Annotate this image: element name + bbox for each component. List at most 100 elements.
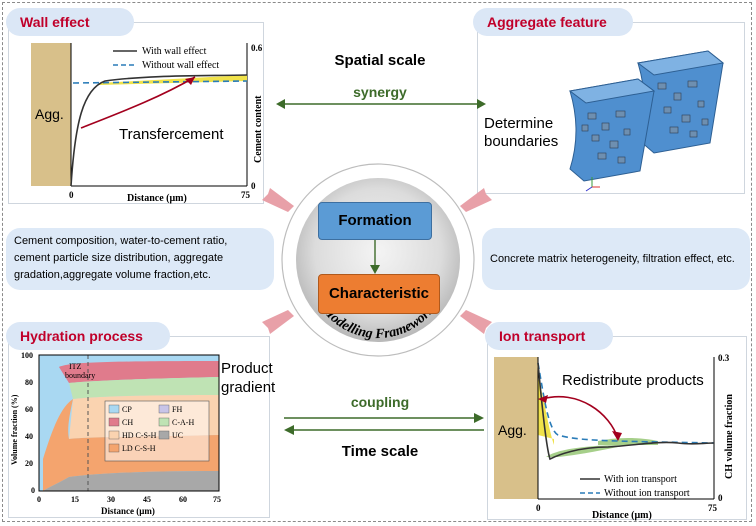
x-tick-0: 0 bbox=[69, 190, 74, 200]
aggregate-cube-back-top bbox=[636, 50, 725, 76]
x-tick-0: 0 bbox=[37, 495, 41, 504]
hydration-process-tag: Hydration process bbox=[6, 322, 170, 350]
accumulation-fill-left bbox=[546, 445, 628, 457]
y-axis-label: Volume fraction (%) bbox=[10, 394, 19, 465]
info-box-right: Concrete matrix heterogeneity, filtratio… bbox=[482, 228, 750, 290]
redistribute-products-label: Redistribute products bbox=[562, 372, 704, 389]
ion-transport-plot: With ion transport Without ion transport… bbox=[494, 353, 735, 521]
itz-label: ITZ bbox=[69, 362, 82, 371]
wall-effect-panel: With wall effect Without wall effect Agg… bbox=[8, 22, 264, 204]
spatial-scale-label: Spatial scale bbox=[334, 52, 426, 69]
x-axis-label: Distance (μm) bbox=[127, 193, 187, 204]
legend-ch: CH bbox=[122, 418, 133, 427]
ch-region bbox=[59, 361, 219, 383]
depletion-fill bbox=[538, 377, 554, 445]
aggregate-feature-tag: Aggregate feature bbox=[473, 8, 633, 36]
y-tick-100: 100 bbox=[21, 351, 33, 360]
aggregate-feature-title: Aggregate feature bbox=[487, 14, 607, 30]
aggregate-block bbox=[31, 43, 71, 186]
legend-uc: UC bbox=[172, 431, 183, 440]
x-tick-15: 15 bbox=[71, 495, 79, 504]
formation-box: Formation bbox=[318, 202, 432, 240]
without-ion-transport-curve bbox=[537, 362, 715, 444]
formation-label: Formation bbox=[338, 212, 412, 229]
redistribute-arrow bbox=[541, 395, 619, 440]
characteristic-box: Characteristic bbox=[318, 274, 440, 314]
legend-with-ion-transport: With ion transport bbox=[604, 474, 677, 485]
itz-boundary-label: boundary bbox=[65, 371, 95, 380]
x-tick-75: 75 bbox=[213, 495, 221, 504]
legend-without-ion-transport: Without ion transport bbox=[604, 488, 690, 499]
wall-effect-plot: With wall effect Without wall effect Agg… bbox=[31, 43, 264, 204]
x-tick-75: 75 bbox=[708, 503, 718, 513]
x-tick-60: 60 bbox=[179, 495, 187, 504]
determine-line: Determine bbox=[484, 115, 554, 132]
redistribute-arrowhead bbox=[612, 431, 622, 441]
triad-y-axis bbox=[585, 186, 593, 192]
legend-without-wall-effect: Without wall effect bbox=[142, 60, 219, 71]
product-line: Product bbox=[221, 360, 273, 377]
uc-region bbox=[43, 471, 219, 491]
aggregate-cube-front-top bbox=[568, 78, 656, 104]
x-axis-label: Distance (μm) bbox=[592, 510, 652, 521]
y-tick-bottom: 0 bbox=[251, 181, 256, 191]
coupling-label: coupling bbox=[350, 394, 410, 410]
hydration-plot: CP FH CH C-A-H HD C-S-H UC LD C-S-H ITZ … bbox=[10, 351, 221, 516]
hydration-process-panel: CP FH CH C-A-H HD C-S-H UC LD C-S-H ITZ … bbox=[8, 336, 275, 518]
y-axis-label: CH volume fraction bbox=[724, 394, 735, 479]
wall-effect-title: Wall effect bbox=[20, 14, 90, 30]
aggregate-cube-front bbox=[569, 78, 655, 182]
boundaries-line: boundaries bbox=[484, 133, 559, 150]
info-box-left: Cement composition, water-to-cement rati… bbox=[6, 228, 274, 290]
ion-transport-tag: Ion transport bbox=[485, 322, 613, 350]
ion-transport-panel: With ion transport Without ion transport… bbox=[487, 336, 747, 521]
transfercement-label: Transfercement bbox=[119, 126, 224, 143]
hydration-legend-swatches bbox=[108, 404, 170, 453]
info-left-text: Cement composition, water-to-cement rati… bbox=[14, 235, 228, 281]
legend-cah: C-A-H bbox=[172, 418, 194, 427]
gradient-line: gradient bbox=[221, 379, 276, 396]
y-tick-80: 80 bbox=[25, 378, 33, 387]
x-tick-75: 75 bbox=[241, 190, 251, 200]
determine-boundaries-text: Determine boundaries bbox=[484, 115, 558, 151]
aggregate-3d-illustration bbox=[568, 50, 725, 192]
coupling-arrow-left bbox=[284, 425, 484, 435]
legend-hd-csh: HD C-S-H bbox=[122, 431, 157, 440]
coupling-arrow-right bbox=[284, 413, 484, 423]
x-tick-0: 0 bbox=[536, 503, 541, 513]
legend-ld-csh: LD C-S-H bbox=[122, 444, 156, 453]
y-tick-0: 0 bbox=[31, 486, 35, 495]
y-tick-40: 40 bbox=[25, 432, 33, 441]
x-axis-label: Distance (μm) bbox=[101, 506, 155, 516]
y-tick-top: 0.3 bbox=[718, 353, 730, 363]
x-tick-45: 45 bbox=[143, 495, 151, 504]
legend-fh: FH bbox=[172, 405, 182, 414]
without-wall-effect-curve bbox=[72, 80, 248, 84]
transfer-arrowhead bbox=[185, 77, 195, 85]
hydration-process-title: Hydration process bbox=[20, 328, 143, 344]
legend-with-wall-effect: With wall effect bbox=[142, 46, 207, 57]
time-scale-label: Time scale bbox=[341, 443, 419, 460]
plot-frame bbox=[38, 354, 220, 492]
synergy-label: synergy bbox=[353, 84, 407, 100]
aggregate-feature-panel: Determine boundaries bbox=[477, 22, 745, 194]
y-tick-top: 0.6 bbox=[251, 43, 263, 53]
y-tick-60: 60 bbox=[25, 405, 33, 414]
x-tick-30: 30 bbox=[107, 495, 115, 504]
with-ion-transport-curve bbox=[537, 362, 715, 461]
legend-cp: CP bbox=[122, 405, 132, 414]
wall-effect-tag: Wall effect bbox=[6, 8, 134, 36]
synergy-arrow bbox=[276, 99, 486, 109]
with-wall-effect-curve bbox=[70, 74, 248, 187]
y-axis-label: Cement content bbox=[253, 95, 264, 163]
cah-region bbox=[69, 377, 219, 399]
info-right-text: Concrete matrix heterogeneity, filtratio… bbox=[490, 252, 735, 265]
formation-to-characteristic-arrow bbox=[370, 240, 380, 274]
aggregate-block bbox=[494, 357, 538, 499]
transfer-arrow bbox=[80, 76, 196, 129]
agg-label: Agg. bbox=[35, 106, 64, 122]
aggregate-particles bbox=[581, 80, 709, 164]
product-gradient-text: Product gradient bbox=[221, 359, 275, 397]
